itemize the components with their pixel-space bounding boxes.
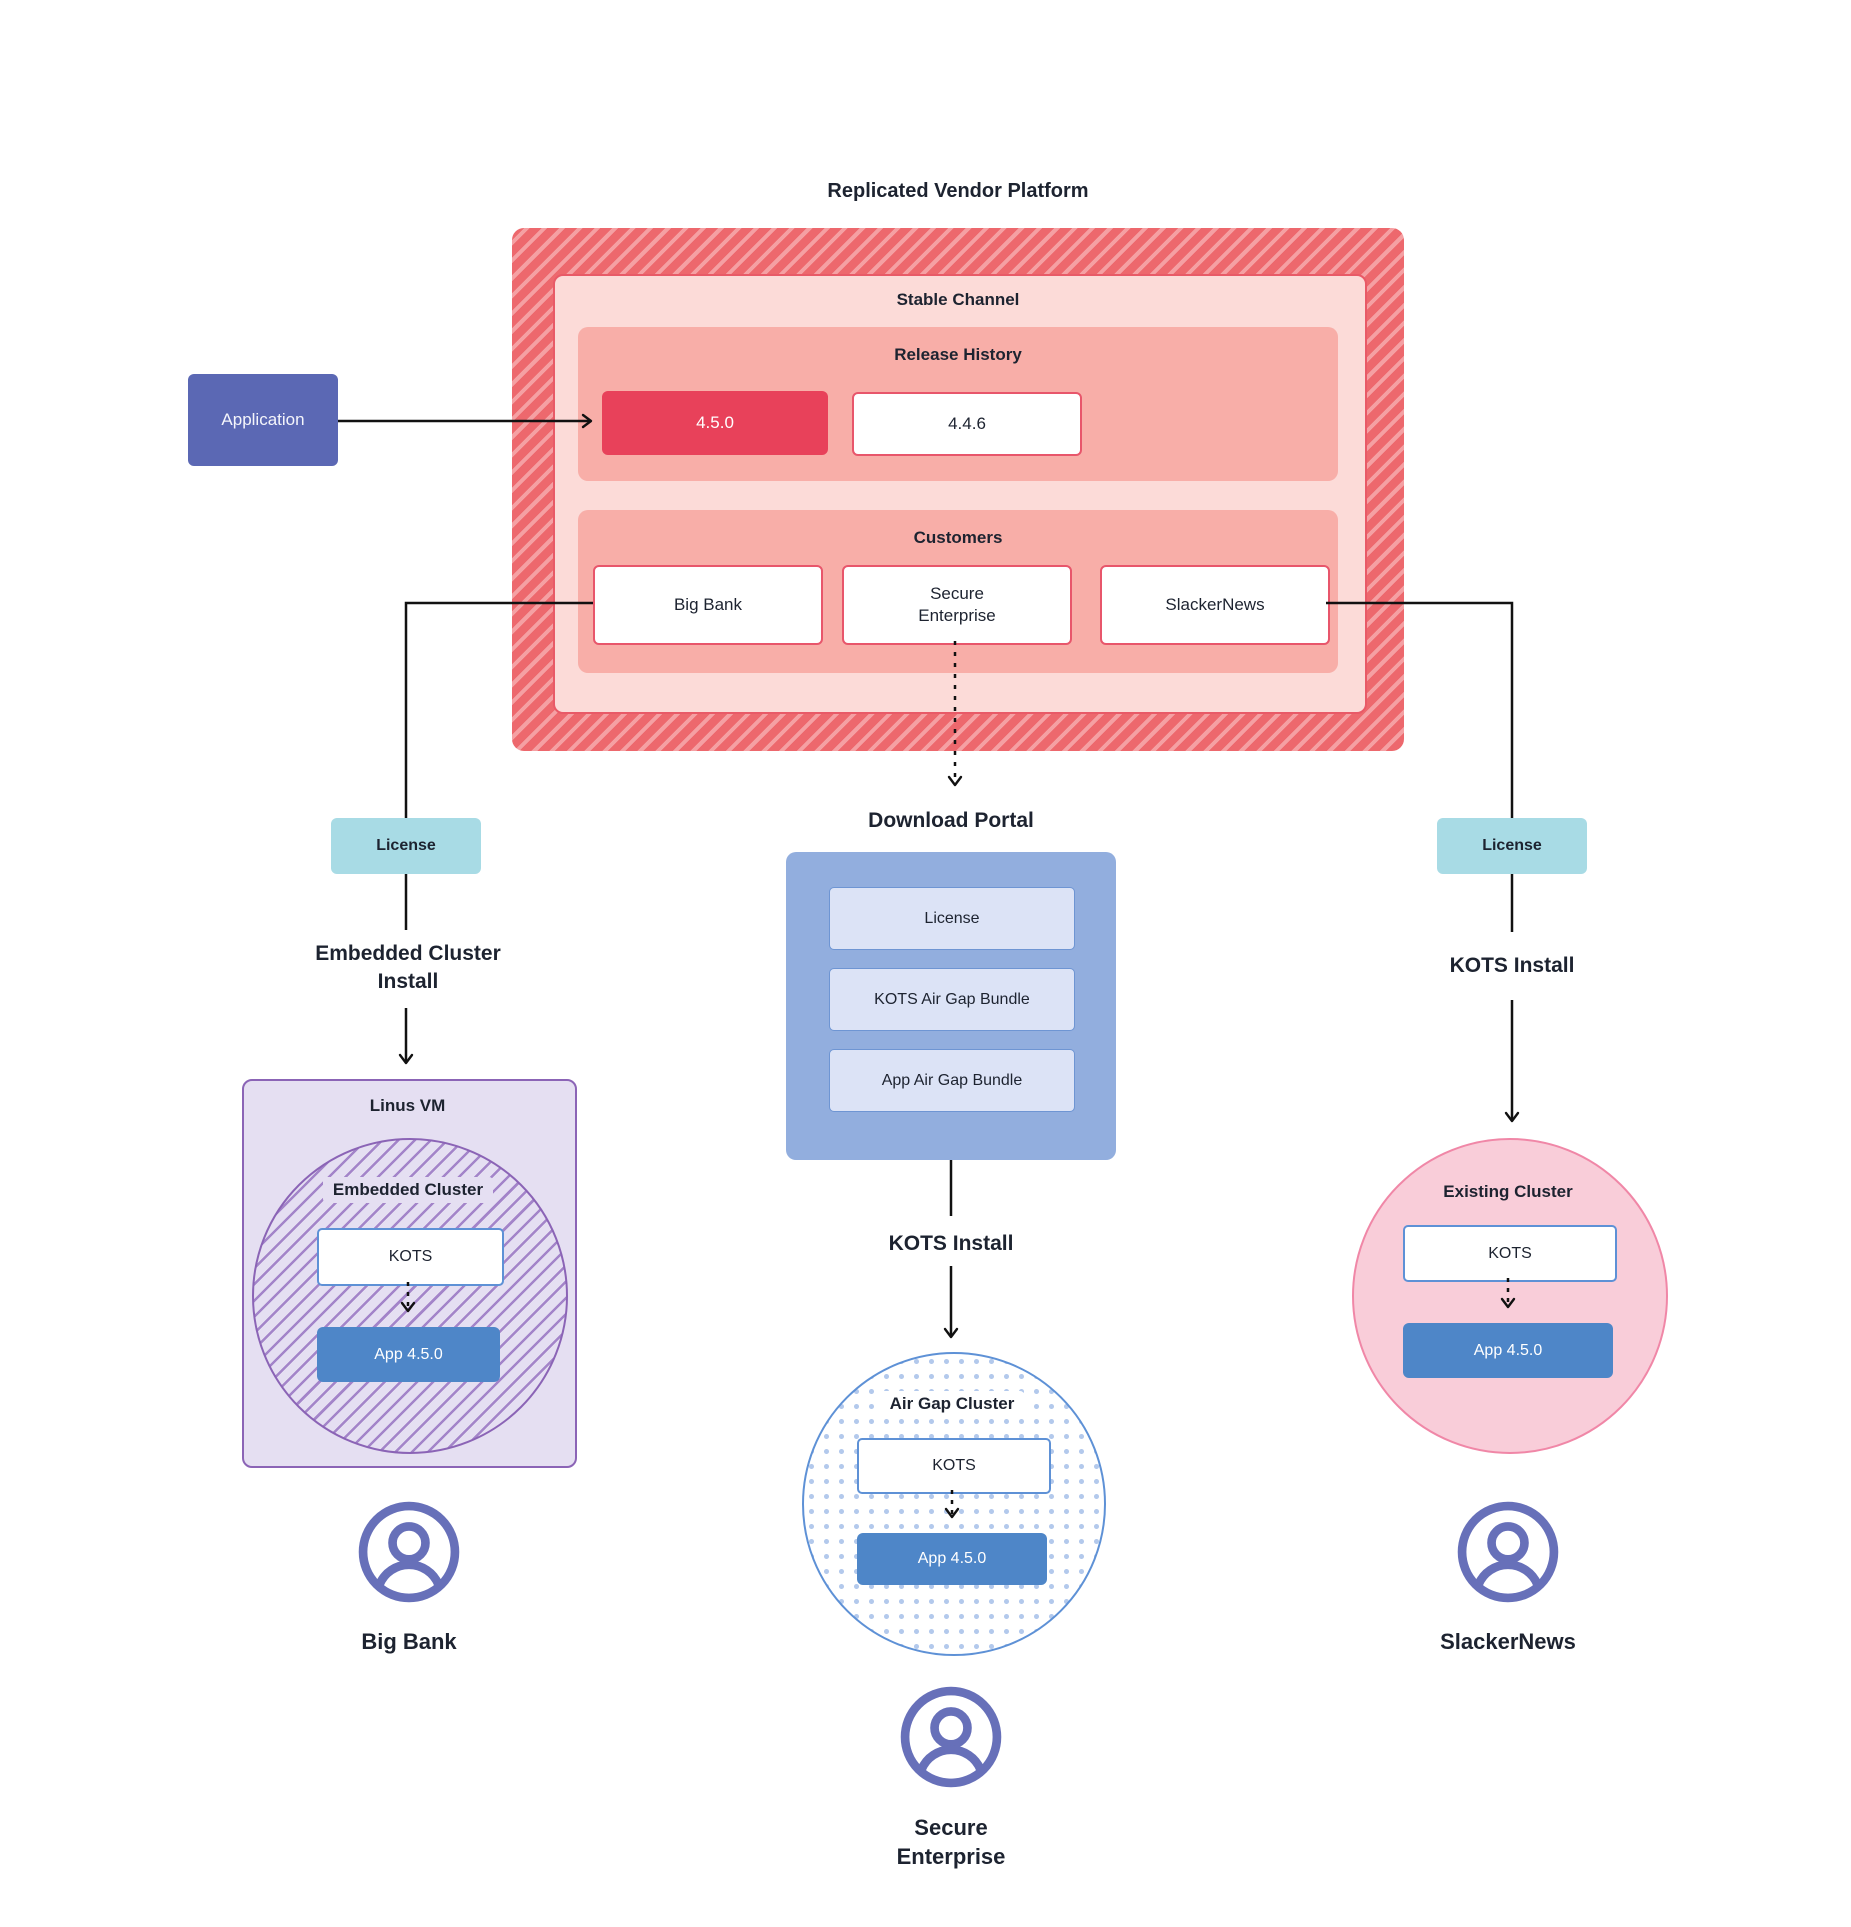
download-portal-label: Download Portal <box>868 809 1034 832</box>
portal-item-license: License <box>829 887 1075 950</box>
release-history-label: Release History <box>894 345 1022 364</box>
release-version-previous: 4.4.6 <box>852 392 1082 456</box>
slackernews-app-box: App 4.5.0 <box>1403 1323 1613 1378</box>
secure-enterprise-person-label-text: Secure Enterprise <box>896 1815 1006 1869</box>
customer-big-bank: Big Bank <box>593 565 823 645</box>
secure-enterprise-app-box: App 4.5.0 <box>857 1533 1047 1585</box>
slackernews-license-box: License <box>1437 818 1587 874</box>
customer-slackernews-label: SlackerNews <box>1165 594 1265 614</box>
stable-channel-label: Stable Channel <box>896 290 1020 309</box>
kots-install-right-label: KOTS Install <box>1449 954 1575 977</box>
embedded-cluster-install-label: Embedded Cluster Install <box>315 942 501 993</box>
embedded-cluster-label: Embedded Cluster <box>322 1177 494 1203</box>
kots-install-center-label: KOTS Install <box>888 1232 1014 1255</box>
secure-enterprise-kots-box: KOTS <box>857 1438 1051 1494</box>
customer-secure-enterprise: Secure Enterprise <box>842 565 1072 645</box>
portal-item-app-airgap-bundle: App Air Gap Bundle <box>829 1049 1075 1112</box>
customer-slackernews: SlackerNews <box>1100 565 1330 645</box>
air-gap-cluster-label-wrap: Air Gap Cluster <box>802 1390 1102 1418</box>
diagram-title: Replicated Vendor Platform <box>827 179 1089 202</box>
big-bank-kots-box: KOTS <box>317 1228 504 1286</box>
existing-cluster-circle <box>1352 1138 1668 1454</box>
portal-item-kots-airgap-bundle: KOTS Air Gap Bundle <box>829 968 1075 1031</box>
slackernews-user-icon <box>1457 1501 1559 1603</box>
secure-enterprise-person-label: Secure Enterprise <box>851 1812 1051 1872</box>
big-bank-user-icon <box>358 1501 460 1603</box>
customers-label: Customers <box>913 528 1003 547</box>
customer-secure-enterprise-label: Secure Enterprise <box>918 583 996 625</box>
existing-cluster-label: Existing Cluster <box>1443 1182 1573 1201</box>
customer-big-bank-label: Big Bank <box>673 594 743 614</box>
air-gap-cluster-label: Air Gap Cluster <box>879 1391 1025 1417</box>
secure-enterprise-user-icon <box>900 1686 1002 1788</box>
embedded-cluster-label-wrap: Embedded Cluster <box>258 1176 558 1204</box>
slackernews-kots-box: KOTS <box>1403 1225 1617 1282</box>
big-bank-person-label: Big Bank <box>361 1628 457 1654</box>
big-bank-app-box: App 4.5.0 <box>317 1327 500 1382</box>
big-bank-license-box: License <box>331 818 481 874</box>
slackernews-person-label: SlackerNews <box>1440 1628 1576 1654</box>
linus-vm-label: Linus VM <box>369 1096 446 1115</box>
release-version-current: 4.5.0 <box>602 391 828 455</box>
application-box: Application <box>188 374 338 466</box>
